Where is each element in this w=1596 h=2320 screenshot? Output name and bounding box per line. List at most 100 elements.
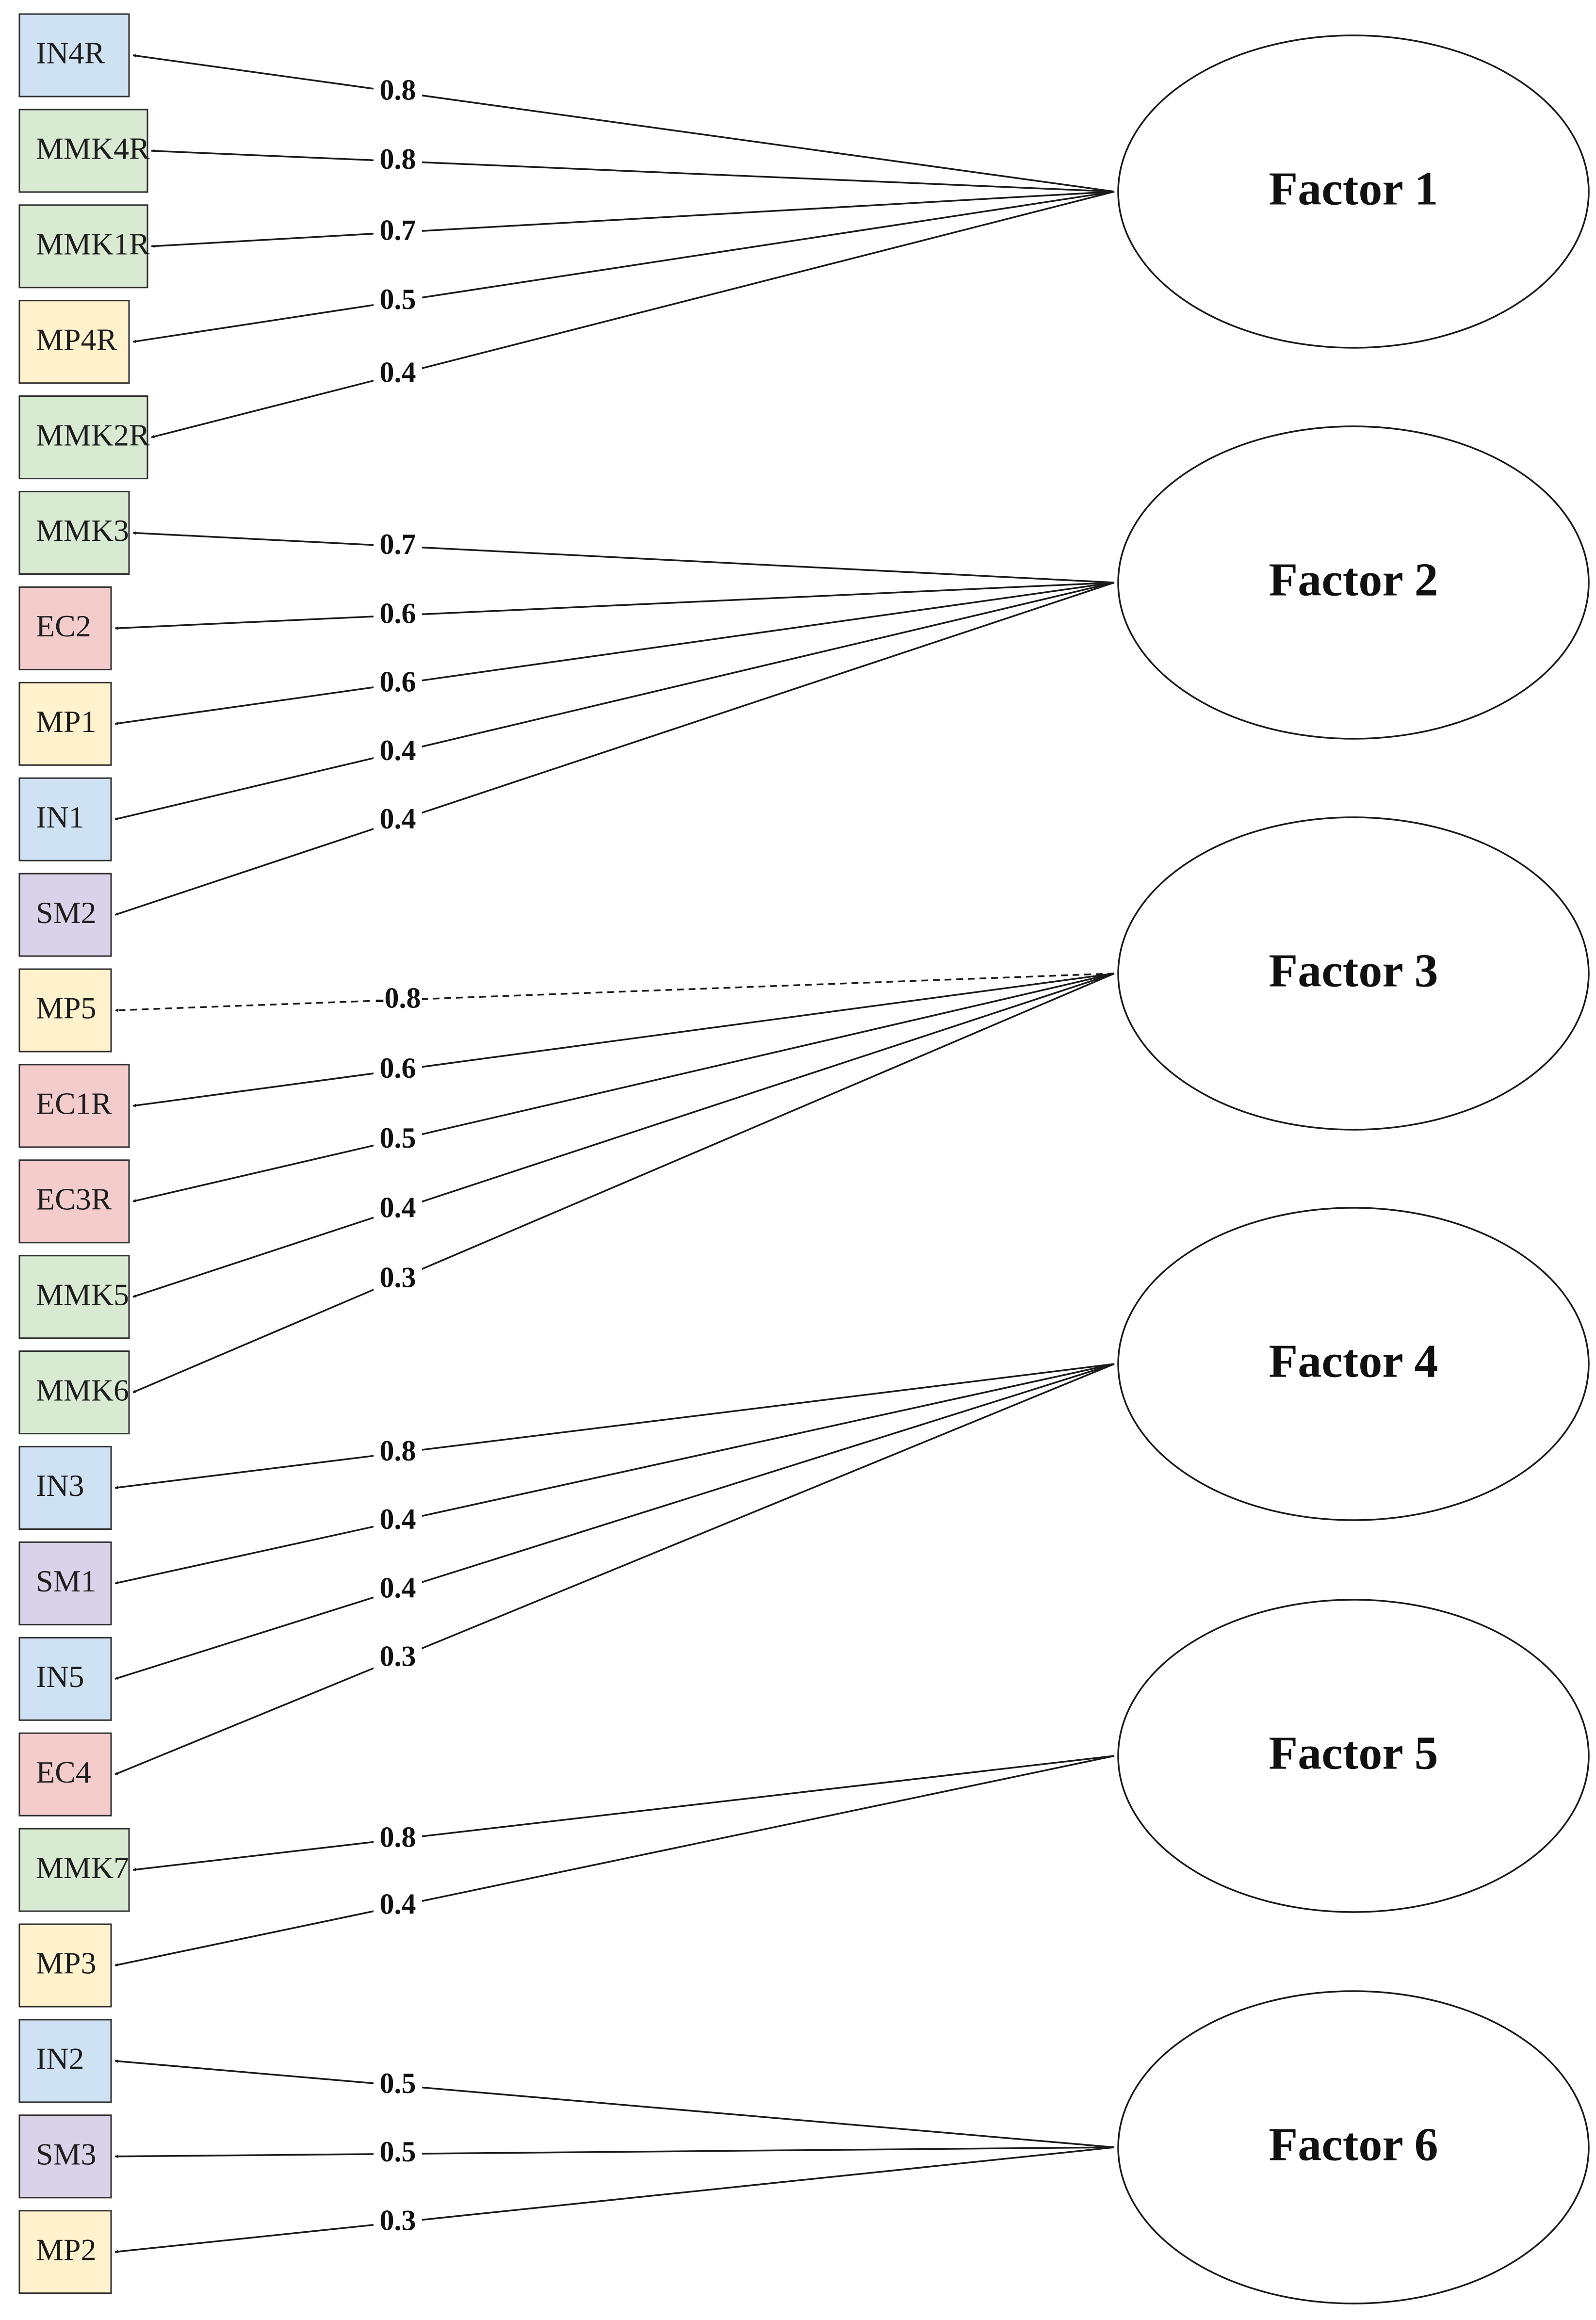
item-rect (18, 204, 148, 289)
factor-node-4: Factor 4 (1117, 1207, 1590, 1521)
item-label: MMK6 (36, 1373, 129, 1407)
item-label: MP5 (36, 991, 97, 1025)
factor-label: Factor 2 (1269, 553, 1438, 606)
loading-label-bg (374, 1575, 422, 1604)
item-label: IN2 (36, 2042, 84, 2076)
factor-label: Factor 4 (1269, 1335, 1438, 1387)
item-label: MMK4R (36, 131, 150, 166)
item-rect (18, 1541, 112, 1625)
item-box-in5: IN5 (18, 1637, 112, 1721)
item-box-mmk7: MMK7 (18, 1828, 130, 1912)
item-rect (18, 1064, 130, 1148)
item-box-mmk6: MMK6 (18, 1350, 130, 1435)
loading-value-sm2: 0.4 (380, 803, 416, 835)
loading-value-mmk4r: 0.8 (380, 143, 416, 175)
loading-value-ec2: 0.6 (380, 597, 416, 629)
loading-label-bg (374, 2207, 422, 2236)
factor-ellipse (1117, 1599, 1590, 1913)
factor-label: Factor 1 (1269, 162, 1438, 215)
factor-node-1: Factor 1 (1117, 34, 1590, 349)
item-rect (18, 968, 112, 1053)
item-label: IN1 (36, 800, 84, 834)
factor-ellipse (1117, 1207, 1590, 1521)
item-label: MP2 (36, 2232, 97, 2267)
indicator-items: IN4RMMK4RMMK1RMP4RMMK2RMMK3EC2MP1IN1SM2M… (18, 13, 150, 2294)
loading-value-mp4r: 0.5 (380, 283, 416, 315)
loading-label-bg (374, 1055, 422, 1084)
loading-arrow-ec1r (132, 973, 1115, 1107)
loading-value-in2: 0.5 (380, 2067, 416, 2099)
item-rect (18, 2019, 112, 2103)
loading-label-bg (374, 1891, 422, 1920)
item-rect (18, 491, 130, 575)
loading-arrow-in4r (132, 54, 1115, 193)
item-rect (18, 13, 130, 97)
loading-arrow-mmk1r (151, 191, 1115, 248)
item-rect (18, 1828, 130, 1912)
item-label: EC3R (36, 1182, 112, 1216)
loading-value-in1: 0.4 (380, 734, 416, 766)
loading-arrow-mmk6 (132, 973, 1115, 1394)
loading-value-ec1r: 0.6 (380, 1052, 416, 1084)
factor-node-5: Factor 5 (1117, 1599, 1590, 1913)
item-box-mmk2r: MMK2R (18, 395, 150, 480)
loading-value-mmk3: 0.7 (380, 528, 416, 560)
loading-value-mmk5: 0.4 (380, 1192, 416, 1224)
item-rect (18, 1255, 130, 1339)
factor-ellipse (1117, 816, 1590, 1131)
loading-label-bg (374, 1265, 422, 1293)
loading-arrow-mmk2r (151, 191, 1115, 438)
loading-arrow-mp5 (114, 973, 1115, 1012)
item-label: MMK3 (36, 513, 129, 548)
loading-label-bg (374, 2139, 422, 2168)
item-rect (18, 586, 112, 670)
item-box-mmk5: MMK5 (18, 1255, 130, 1339)
factor-ellipse (1117, 1990, 1590, 2304)
item-rect (18, 2210, 112, 2294)
loading-value-in5: 0.4 (380, 1572, 416, 1604)
item-box-mp3: MP3 (18, 1923, 112, 2008)
item-rect (18, 1446, 112, 1530)
item-box-mp5: MP5 (18, 968, 112, 1053)
item-box-sm3: SM3 (18, 2114, 112, 2199)
item-label: SM3 (36, 2137, 97, 2171)
item-rect (18, 395, 148, 480)
item-box-ec4: EC4 (18, 1732, 112, 1817)
item-rect (18, 1732, 112, 1817)
loading-value-mmk2r: 0.4 (380, 357, 416, 389)
item-label: MMK1R (36, 227, 150, 261)
factor-node-2: Factor 2 (1117, 425, 1590, 740)
item-box-sm2: SM2 (18, 873, 112, 957)
loading-value-sm3: 0.5 (380, 2136, 416, 2168)
loading-arrow-mp3 (114, 1755, 1115, 1967)
loading-arrow-ec2 (114, 582, 1115, 630)
item-box-ec1r: EC1R (18, 1064, 130, 1148)
loading-lines (114, 54, 1115, 2254)
item-label: IN4R (36, 36, 105, 70)
loading-value-mmk6: 0.3 (380, 1261, 416, 1293)
loading-arrow-in3 (114, 1363, 1115, 1490)
loading-arrow-ec3r (132, 973, 1115, 1202)
loading-value-mmk1r: 0.7 (380, 214, 416, 246)
loading-label-bg (374, 287, 422, 315)
loading-label-bg (374, 77, 422, 106)
factor-node-6: Factor 6 (1117, 1990, 1590, 2304)
loading-label-bg (374, 985, 422, 1014)
item-label: IN3 (36, 1468, 84, 1503)
item-box-mmk1r: MMK1R (18, 204, 150, 289)
loading-label-bg (374, 146, 422, 175)
loading-value-ec4: 0.3 (380, 1640, 416, 1672)
loading-label-bg (374, 669, 422, 698)
factor-ellipse (1117, 425, 1590, 740)
item-label: MMK7 (36, 1850, 129, 1885)
loading-arrow-mp1 (114, 582, 1115, 725)
loading-arrow-mmk5 (132, 973, 1115, 1298)
item-box-ec3r: EC3R (18, 1159, 130, 1244)
item-rect (18, 300, 130, 384)
item-rect (18, 1923, 112, 2008)
item-box-mmk4r: MMK4R (18, 109, 150, 193)
loading-label-bg (374, 806, 422, 835)
loading-arrow-mp2 (114, 2146, 1115, 2254)
item-rect (18, 681, 112, 766)
